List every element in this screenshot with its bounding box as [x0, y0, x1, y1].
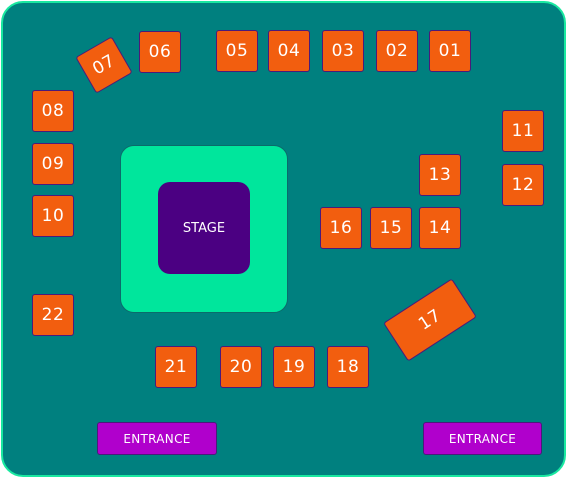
table-14[interactable]: 14	[419, 207, 461, 249]
table-16[interactable]: 16	[320, 207, 362, 249]
table-04[interactable]: 04	[268, 30, 310, 72]
table-10[interactable]: 10	[32, 195, 74, 237]
table-21[interactable]: 21	[155, 346, 197, 388]
table-12[interactable]: 12	[502, 164, 544, 206]
entrance-right[interactable]: ENTRANCE	[423, 422, 542, 455]
table-08[interactable]: 08	[32, 90, 74, 132]
table-11[interactable]: 11	[502, 110, 544, 152]
table-19[interactable]: 19	[273, 346, 315, 388]
table-02[interactable]: 02	[376, 30, 418, 72]
table-01[interactable]: 01	[429, 30, 471, 72]
table-05[interactable]: 05	[216, 30, 258, 72]
entrance-left[interactable]: ENTRANCE	[97, 422, 217, 455]
table-18[interactable]: 18	[327, 346, 369, 388]
table-15[interactable]: 15	[370, 207, 412, 249]
table-06[interactable]: 06	[139, 31, 181, 73]
stage[interactable]: STAGE	[158, 182, 250, 274]
table-20[interactable]: 20	[220, 346, 262, 388]
table-13[interactable]: 13	[419, 154, 461, 196]
table-22[interactable]: 22	[32, 294, 74, 336]
table-09[interactable]: 09	[32, 143, 74, 185]
table-03[interactable]: 03	[322, 30, 364, 72]
